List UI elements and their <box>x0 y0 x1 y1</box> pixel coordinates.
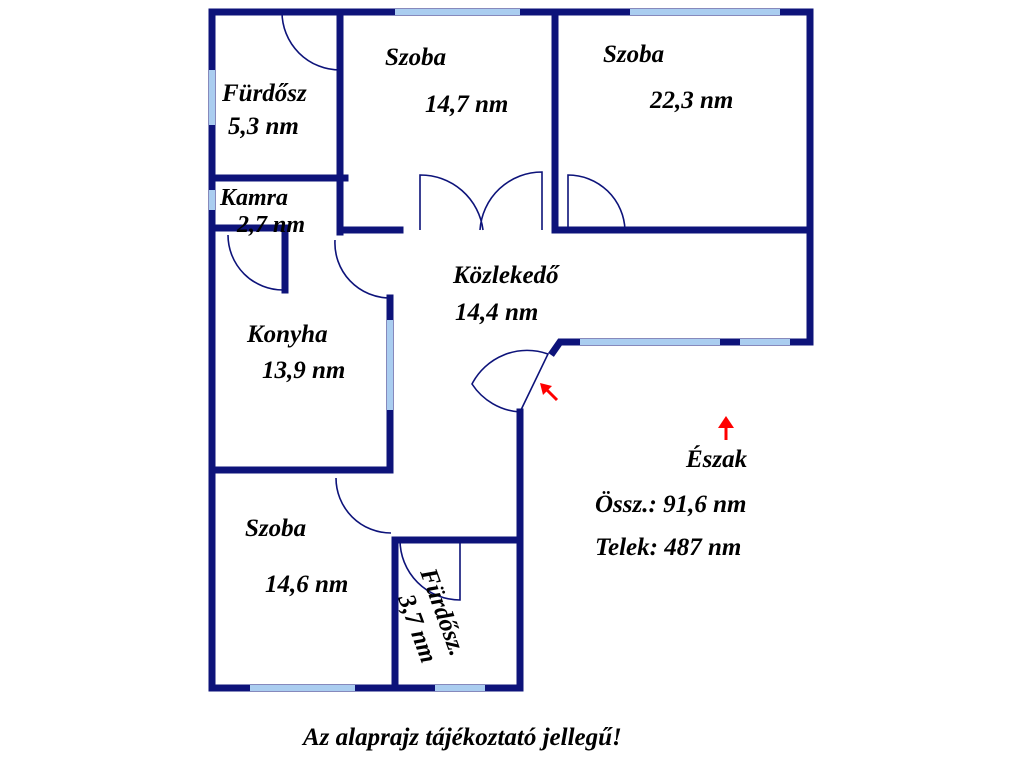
room-2-name: Szoba <box>603 41 664 68</box>
north-label: Észak <box>685 445 748 473</box>
doors <box>227 11 626 601</box>
total-area: Össz.: 91,6 nm <box>595 491 746 518</box>
room-pantry-name: Kamra <box>219 185 288 211</box>
room-bathroom-1-area: 5,3 nm <box>228 113 299 140</box>
windows <box>209 9 790 691</box>
plot-area: Telek: 487 nm <box>595 534 741 561</box>
room-corridor-area: 14,4 nm <box>455 299 538 326</box>
north-arrow-icon <box>718 416 734 440</box>
room-1-name: Szoba <box>385 44 446 71</box>
room-3-name: Szoba <box>245 515 306 542</box>
room-kitchen-name: Konyha <box>246 321 328 348</box>
room-1-area: 14,7 nm <box>425 91 508 118</box>
room-corridor-name: Közlekedő <box>452 262 560 289</box>
disclaimer: Az alaprajz tájékoztató jellegű! <box>301 724 622 751</box>
room-3-area: 14,6 nm <box>265 571 348 598</box>
room-2-area: 22,3 nm <box>649 87 733 114</box>
room-bathroom-1-name: Fürdősz <box>221 80 307 107</box>
entrance-arrow-icon <box>540 383 559 402</box>
room-pantry-area: 2,7 nm <box>236 212 305 238</box>
room-kitchen-area: 13,9 nm <box>262 357 345 384</box>
